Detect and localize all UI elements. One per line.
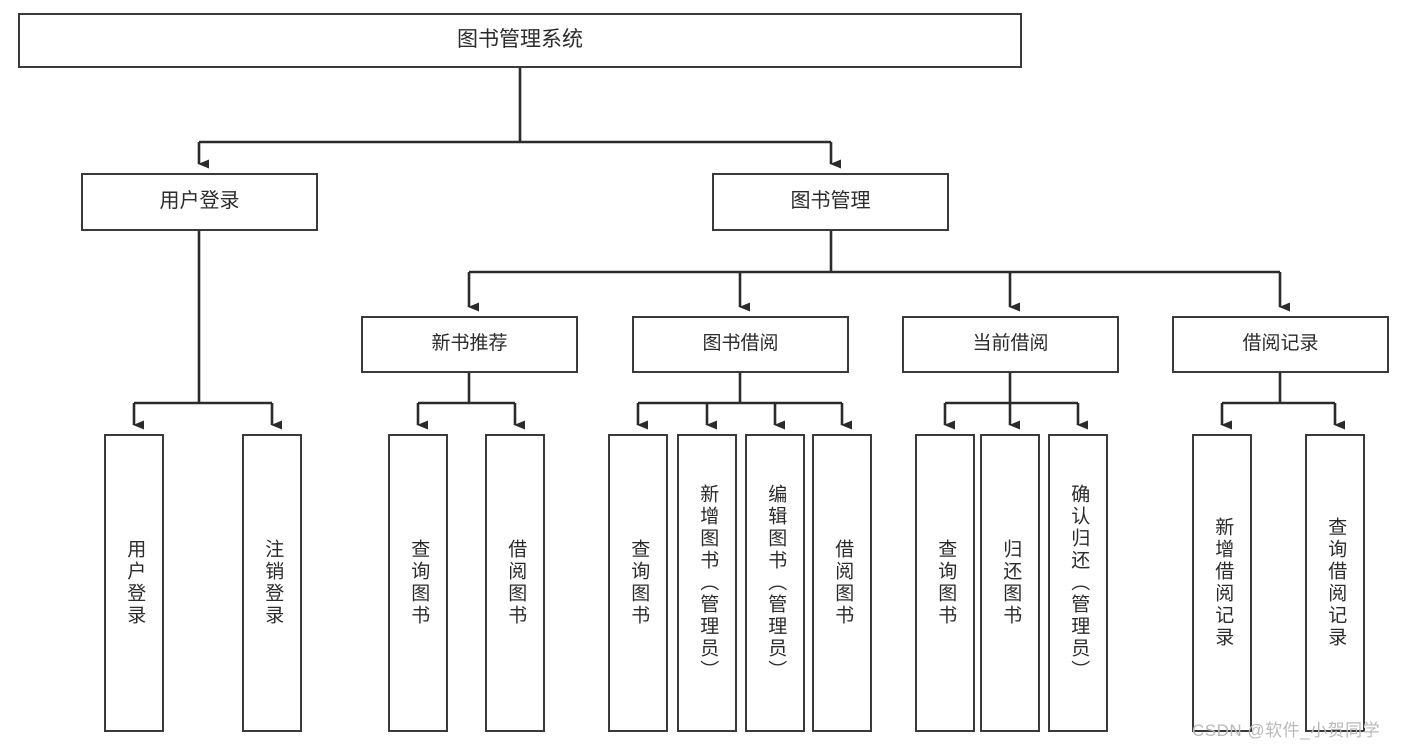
node-book-manage[interactable]: 图书管理 — [712, 173, 949, 231]
node-leaf-query-book-2[interactable]: 查询图书 — [608, 434, 668, 732]
node-label: 新增图书（管理员） — [697, 484, 719, 682]
node-leaf-query-book-3[interactable]: 查询图书 — [915, 434, 975, 732]
node-borrow-record[interactable]: 借阅记录 — [1172, 316, 1389, 373]
node-root-system[interactable]: 图书管理系统 — [18, 13, 1022, 68]
node-label: 图书借阅 — [702, 333, 779, 355]
node-label: 注销登录 — [262, 539, 284, 627]
node-leaf-borrow-book-2[interactable]: 借阅图书 — [812, 434, 872, 732]
node-label: 新增借阅记录 — [1212, 517, 1234, 649]
node-label: 确认归还（管理员） — [1068, 484, 1090, 682]
node-label: 编辑图书（管理员） — [765, 484, 787, 682]
node-label: 新书推荐 — [431, 333, 508, 355]
node-label: 用户登录 — [159, 190, 240, 213]
node-label: 借阅图书 — [832, 539, 854, 627]
node-label: 查询图书 — [408, 539, 430, 627]
node-leaf-edit-book[interactable]: 编辑图书（管理员） — [745, 434, 805, 732]
node-label: 归还图书 — [1000, 539, 1022, 627]
node-leaf-query-book-1[interactable]: 查询图书 — [388, 434, 448, 732]
node-label: 查询图书 — [628, 539, 650, 627]
node-label: 图书管理 — [790, 190, 871, 213]
node-label: 借阅记录 — [1242, 333, 1319, 355]
node-leaf-confirm-return[interactable]: 确认归还（管理员） — [1048, 434, 1108, 732]
node-label: 查询借阅记录 — [1325, 517, 1347, 649]
node-leaf-return-book[interactable]: 归还图书 — [980, 434, 1040, 732]
node-label: 图书管理系统 — [457, 28, 583, 52]
node-leaf-user-login[interactable]: 用户登录 — [104, 434, 164, 732]
node-label: 当前借阅 — [972, 333, 1049, 355]
node-leaf-add-record[interactable]: 新增借阅记录 — [1192, 434, 1252, 732]
node-leaf-logout[interactable]: 注销登录 — [242, 434, 302, 732]
node-label: 用户登录 — [124, 539, 146, 627]
node-leaf-query-record[interactable]: 查询借阅记录 — [1305, 434, 1365, 732]
node-leaf-add-book[interactable]: 新增图书（管理员） — [677, 434, 737, 732]
node-new-book-recommend[interactable]: 新书推荐 — [361, 316, 578, 373]
node-book-borrow[interactable]: 图书借阅 — [632, 316, 849, 373]
node-user-login[interactable]: 用户登录 — [81, 173, 318, 231]
node-current-borrow[interactable]: 当前借阅 — [902, 316, 1119, 373]
node-label: 借阅图书 — [505, 539, 527, 627]
node-leaf-borrow-book-1[interactable]: 借阅图书 — [485, 434, 545, 732]
watermark-text: CSDN @软件_小贺同学 — [1192, 721, 1381, 740]
node-label: 查询图书 — [935, 539, 957, 627]
